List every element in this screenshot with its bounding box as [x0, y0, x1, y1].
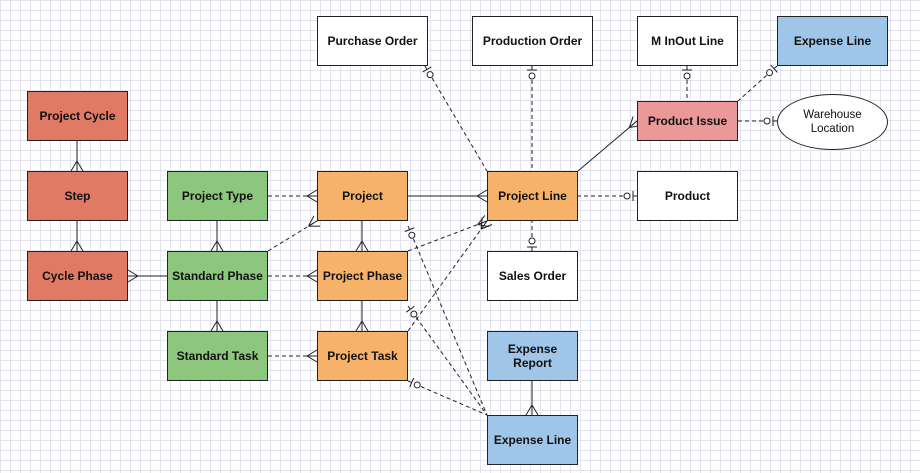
rel-sales-order-to-project-line-zero-circle	[528, 237, 536, 245]
product-issue-entity[interactable]: Product Issue	[637, 101, 738, 141]
rel-purchase-order-to-project-line	[424, 65, 488, 172]
rel-expense-line-top-to-product-issue-one-tick	[770, 64, 778, 73]
expense-line-top-entity[interactable]: Expense Line	[777, 16, 888, 66]
standard-task-entity[interactable]: Standard Task	[167, 331, 268, 381]
rel-purchase-order-to-project-line-zero-circle	[426, 71, 434, 79]
rel-standard-phase-to-project-phase-crowfoot	[306, 269, 318, 283]
rel-project-task-to-project-line-crowfoot	[480, 217, 493, 230]
rel-standard-phase-to-standard-task-crowfoot	[210, 320, 224, 332]
rel-standard-phase-to-project-crowfoot	[308, 215, 321, 227]
rel-standard-phase-to-project	[267, 220, 318, 252]
rel-project-phase-to-project-line	[407, 220, 488, 252]
production-order-entity[interactable]: Production Order	[472, 16, 593, 66]
rel-step-to-cycle-phase-crowfoot	[70, 240, 84, 252]
rel-project-task-to-expense-line-bottom	[407, 380, 488, 416]
purchase-order-entity[interactable]: Purchase Order	[317, 16, 428, 66]
rel-standard-task-to-project-task-crowfoot	[306, 349, 318, 363]
rel-expense-line-top-to-product-issue-zero-circle	[766, 69, 774, 77]
rel-project-to-expense-line-bottom-one-tick	[404, 227, 415, 233]
rel-project-type-to-project-crowfoot	[306, 189, 318, 203]
project-phase-entity[interactable]: Project Phase	[317, 251, 408, 301]
warehouse-location-entity[interactable]: Warehouse Location	[777, 94, 888, 150]
project-cycle-entity[interactable]: Project Cycle	[27, 91, 128, 141]
rel-product-to-project-line-zero-circle	[623, 192, 631, 200]
project-entity[interactable]: Project	[317, 171, 408, 221]
product-entity[interactable]: Product	[637, 171, 738, 221]
expense-report-entity[interactable]: Expense Report	[487, 331, 578, 381]
rel-warehouse-location-to-product-issue-zero-circle	[763, 117, 771, 125]
rel-project-line-to-product-issue	[577, 120, 638, 172]
rel-project-task-to-expense-line-bottom-zero-circle	[413, 381, 421, 389]
expense-line-bottom-entity[interactable]: Expense Line	[487, 415, 578, 465]
rel-standard-phase-to-cycle-phase-crowfoot	[127, 269, 139, 283]
rel-project-type-to-standard-phase-crowfoot	[210, 240, 224, 252]
rel-project-phase-to-expense-line-bottom-zero-circle	[410, 310, 418, 318]
project-task-entity[interactable]: Project Task	[317, 331, 408, 381]
rel-purchase-order-to-project-line-one-tick	[422, 66, 432, 73]
rel-expense-report-to-expense-line-bottom-crowfoot	[525, 404, 539, 416]
project-line-entity[interactable]: Project Line	[487, 171, 578, 221]
sales-order-entity[interactable]: Sales Order	[487, 251, 578, 301]
project-type-entity[interactable]: Project Type	[167, 171, 268, 221]
rel-project-phase-to-project-task-crowfoot	[355, 320, 369, 332]
rel-project-to-expense-line-bottom	[407, 225, 488, 416]
rel-project-cycle-to-step-crowfoot	[70, 160, 84, 172]
rel-production-order-to-project-line-zero-circle	[528, 72, 536, 80]
rel-m-inout-line-to-product-issue-zero-circle	[683, 72, 691, 80]
rel-project-task-to-project-line	[407, 220, 488, 332]
cycle-phase-entity[interactable]: Cycle Phase	[27, 251, 128, 301]
standard-phase-entity[interactable]: Standard Phase	[167, 251, 268, 301]
rel-project-to-expense-line-bottom-zero-circle	[408, 231, 416, 239]
rel-project-phase-to-expense-line-bottom-one-tick	[406, 305, 415, 313]
rel-project-to-project-phase-crowfoot	[355, 240, 369, 252]
step-entity[interactable]: Step	[27, 171, 128, 221]
m-inout-line-entity[interactable]: M InOut Line	[637, 16, 738, 66]
rel-project-to-project-line-crowfoot	[476, 189, 488, 203]
rel-project-task-to-expense-line-bottom-one-tick	[409, 377, 415, 388]
rel-project-phase-to-expense-line-bottom	[407, 305, 488, 416]
